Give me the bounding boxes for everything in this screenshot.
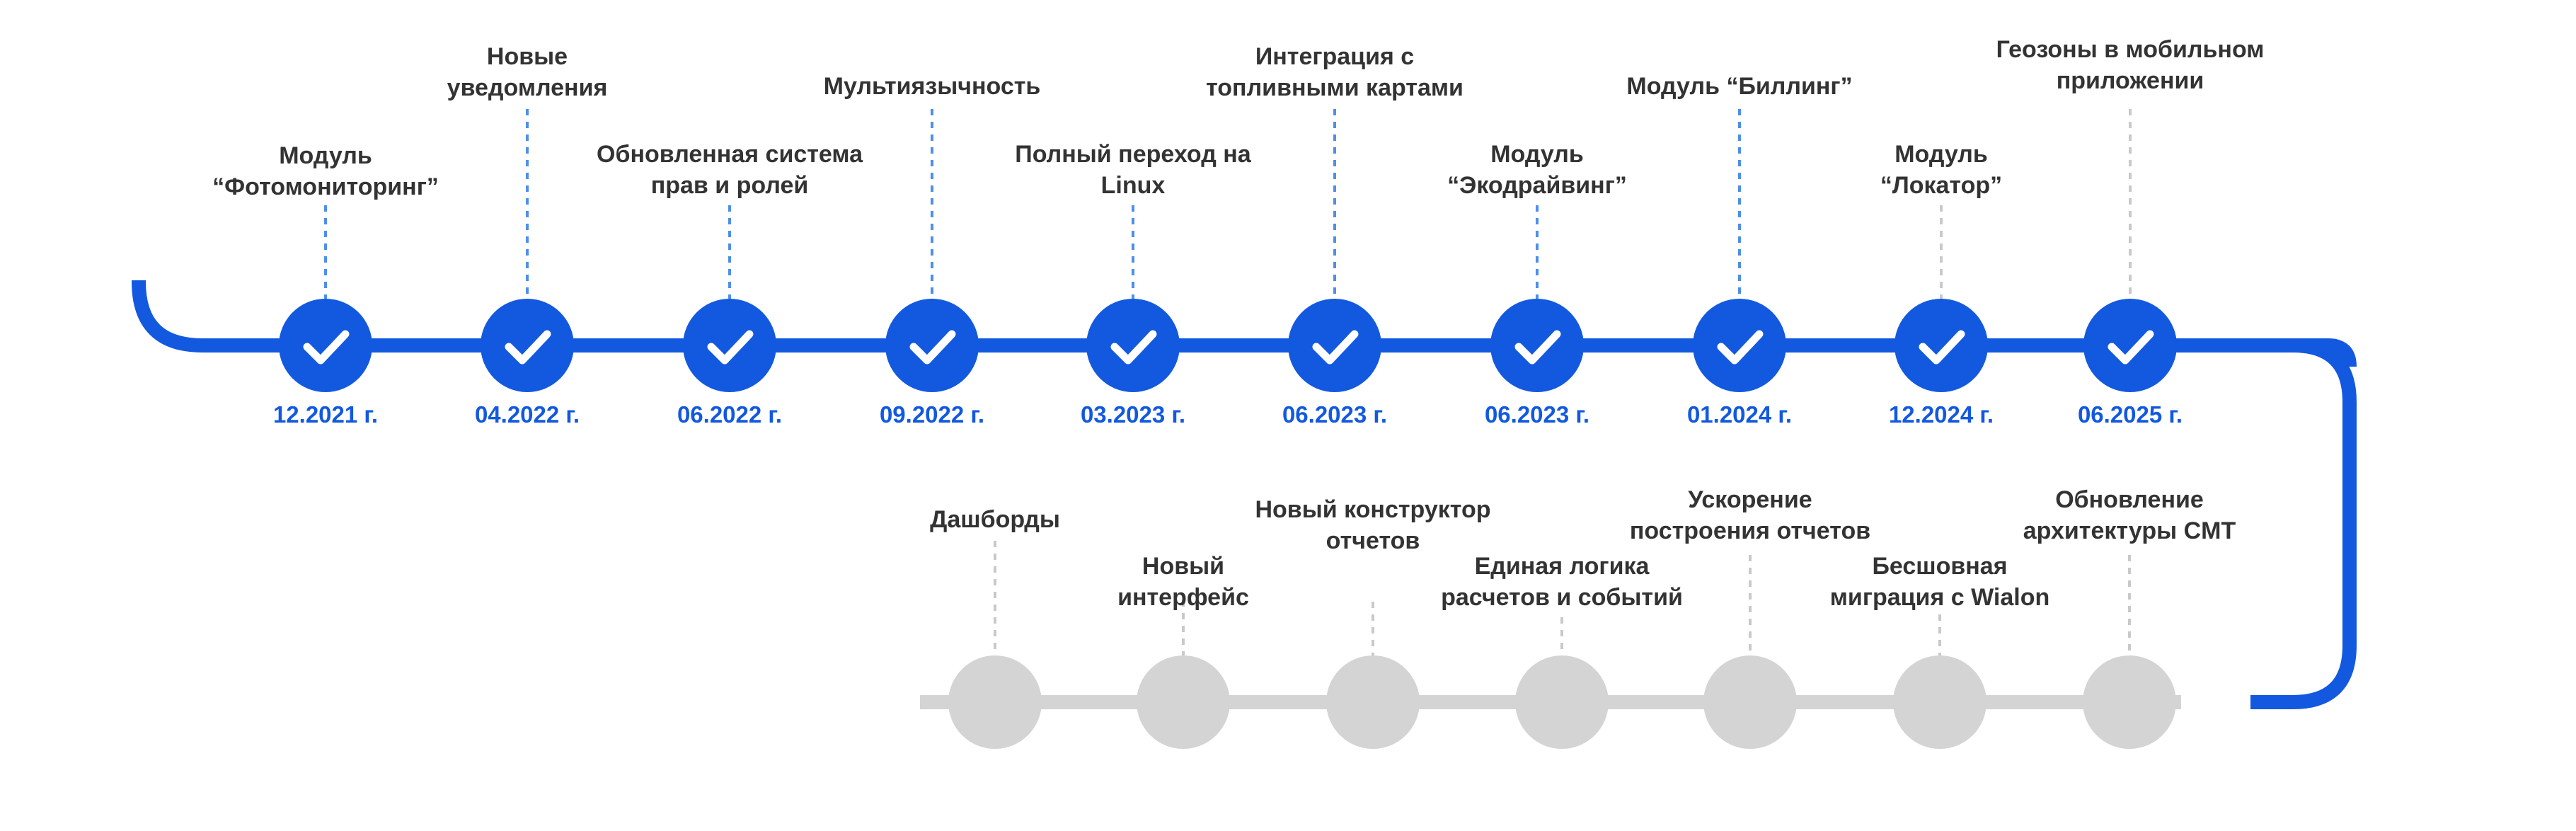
- milestone-done-node: [683, 299, 776, 392]
- milestone-planned-node: [1515, 655, 1609, 749]
- milestone-date: 09.2022 г.: [879, 401, 985, 428]
- checkmark-icon: [1717, 330, 1764, 365]
- checkmark-icon: [2108, 330, 2154, 365]
- milestone-planned-node: [1326, 655, 1420, 749]
- milestone-date: 12.2024 г.: [1888, 401, 1994, 428]
- planned-label: Обновление архитектуры CMT: [2023, 486, 2236, 544]
- checkmark-icon: [707, 330, 754, 365]
- milestone-done-node: [885, 299, 979, 392]
- checkmark-icon: [303, 330, 350, 365]
- checkmark-icon: [909, 330, 956, 365]
- checkmark-icon: [505, 330, 551, 365]
- milestone-date: 06.2022 г.: [677, 401, 783, 428]
- milestone-done-node: [1288, 299, 1381, 392]
- milestone-done-node: [1086, 299, 1180, 392]
- milestone-label: Интеграция с топливными картами: [1206, 43, 1464, 101]
- milestone-label: Обновленная система прав и ролей: [597, 141, 863, 199]
- planned-label: Бесшовная миграция с Wialon: [1829, 553, 2050, 611]
- checkmark-icon: [1312, 330, 1359, 365]
- checkmark-icon: [1514, 330, 1561, 365]
- milestone-label: Геозоны в мобильном приложении: [1996, 36, 2265, 94]
- milestone-label: Модуль “Экодрайвинг”: [1447, 141, 1627, 199]
- track-turn: [2250, 338, 2357, 709]
- milestone-label: Полный переход на Linux: [1015, 141, 1251, 199]
- milestone-label: Модуль “Фотомониторинг”: [212, 142, 439, 200]
- milestone-done-node: [1894, 299, 1988, 392]
- milestone-done-node: [2083, 299, 2177, 392]
- milestone-done-node: [481, 299, 574, 392]
- milestone-label: Модуль “Биллинг”: [1626, 73, 1853, 100]
- planned-label: Новый конструктор отчетов: [1255, 496, 1491, 554]
- planned-label: Дашборды: [930, 506, 1060, 533]
- milestone-date: 04.2022 г.: [474, 401, 580, 428]
- planned-label: Ускорение построения отчетов: [1629, 486, 1871, 544]
- checkmark-icon: [1919, 330, 1965, 365]
- planned-label: Единая логика расчетов и событий: [1441, 553, 1683, 611]
- milestone-date: 06.2023 г.: [1282, 401, 1388, 428]
- checkmark-icon: [1110, 330, 1157, 365]
- milestone-planned-node: [2083, 655, 2176, 749]
- milestone-label: Модуль “Локатор”: [1880, 141, 2003, 199]
- milestone-done-node: [1490, 299, 1584, 392]
- milestone-planned-node: [948, 655, 1042, 749]
- milestone-date: 06.2023 г.: [1484, 401, 1590, 428]
- milestone-done-node: [1693, 299, 1786, 392]
- milestone-label: Мультиязычность: [823, 73, 1041, 100]
- milestone-date: 01.2024 г.: [1686, 401, 1793, 428]
- milestone-date: 12.2021 г.: [272, 401, 379, 428]
- milestone-label: Новые уведомления: [447, 43, 608, 101]
- milestone-date: 06.2025 г.: [2077, 401, 2183, 428]
- track-completed: [132, 280, 2357, 367]
- milestone-planned-node: [1893, 655, 1986, 749]
- milestone-planned-node: [1137, 655, 1230, 749]
- planned-label: Новый интерфейс: [1117, 553, 1249, 611]
- milestone-planned-node: [1703, 655, 1797, 749]
- milestone-date: 03.2023 г.: [1080, 401, 1186, 428]
- milestone-done-node: [279, 299, 372, 392]
